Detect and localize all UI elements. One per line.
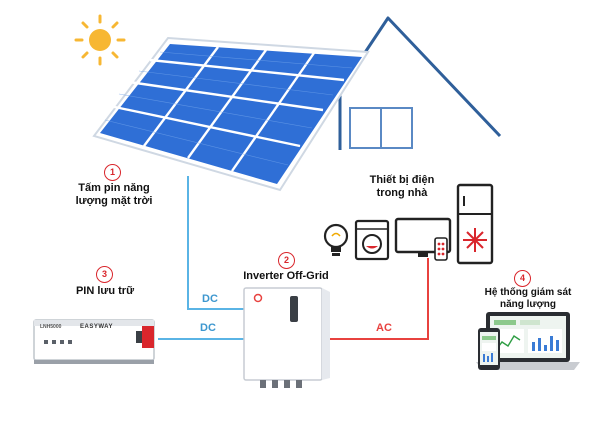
tv-icon [394,217,452,261]
monitor-label: Hệ thống giám sát năng lượng [468,287,588,311]
badge-number-2: 2 [278,252,295,269]
battery-brand: EASYWAY [80,324,113,330]
fridge-icon [456,183,494,265]
flow-label-dc-top: DC [202,293,218,305]
house-outline [338,16,502,150]
laptop-icon [476,312,580,370]
inverter-unit [243,287,330,388]
lightbulb-icon [323,223,349,256]
ac-line-inverter-to-appliances [322,258,429,340]
appliances-label-line2: trong nhà [376,187,428,200]
solar-panel-label-line2: lượng mặt trời [75,195,153,208]
battery-label: PIN lưu trữ [75,285,135,297]
dc-line-panel-to-inverter [187,176,248,310]
appliances-label-line1: Thiết bị điện [369,174,435,186]
house-window [349,107,413,149]
inverter-label: Inverter Off-Grid [243,270,329,282]
monitor-label-line1: Hệ thống giám sát [484,287,572,298]
phone-icon [478,328,500,370]
appliances-label: Thiết bị điện trong nhà [352,174,452,200]
battery-model: LNH5000 [40,324,62,330]
flow-label-ac: AC [376,322,392,334]
monitor-label-line2: năng lượng [499,299,556,310]
solar-panel-label-line1: Tấm pin năng [78,182,150,194]
solar-panel-array [92,36,370,192]
solar-panel-label: Tấm pin năng lượng mặt trời [64,182,164,208]
battery-unit [33,319,155,364]
flow-label-dc-bottom: DC [200,322,216,334]
washing-machine-icon [354,219,390,261]
sun-icon [74,14,126,66]
badge-number-4: 4 [514,270,531,287]
badge-number-1: 1 [104,164,121,181]
badge-number-3: 3 [96,266,113,283]
